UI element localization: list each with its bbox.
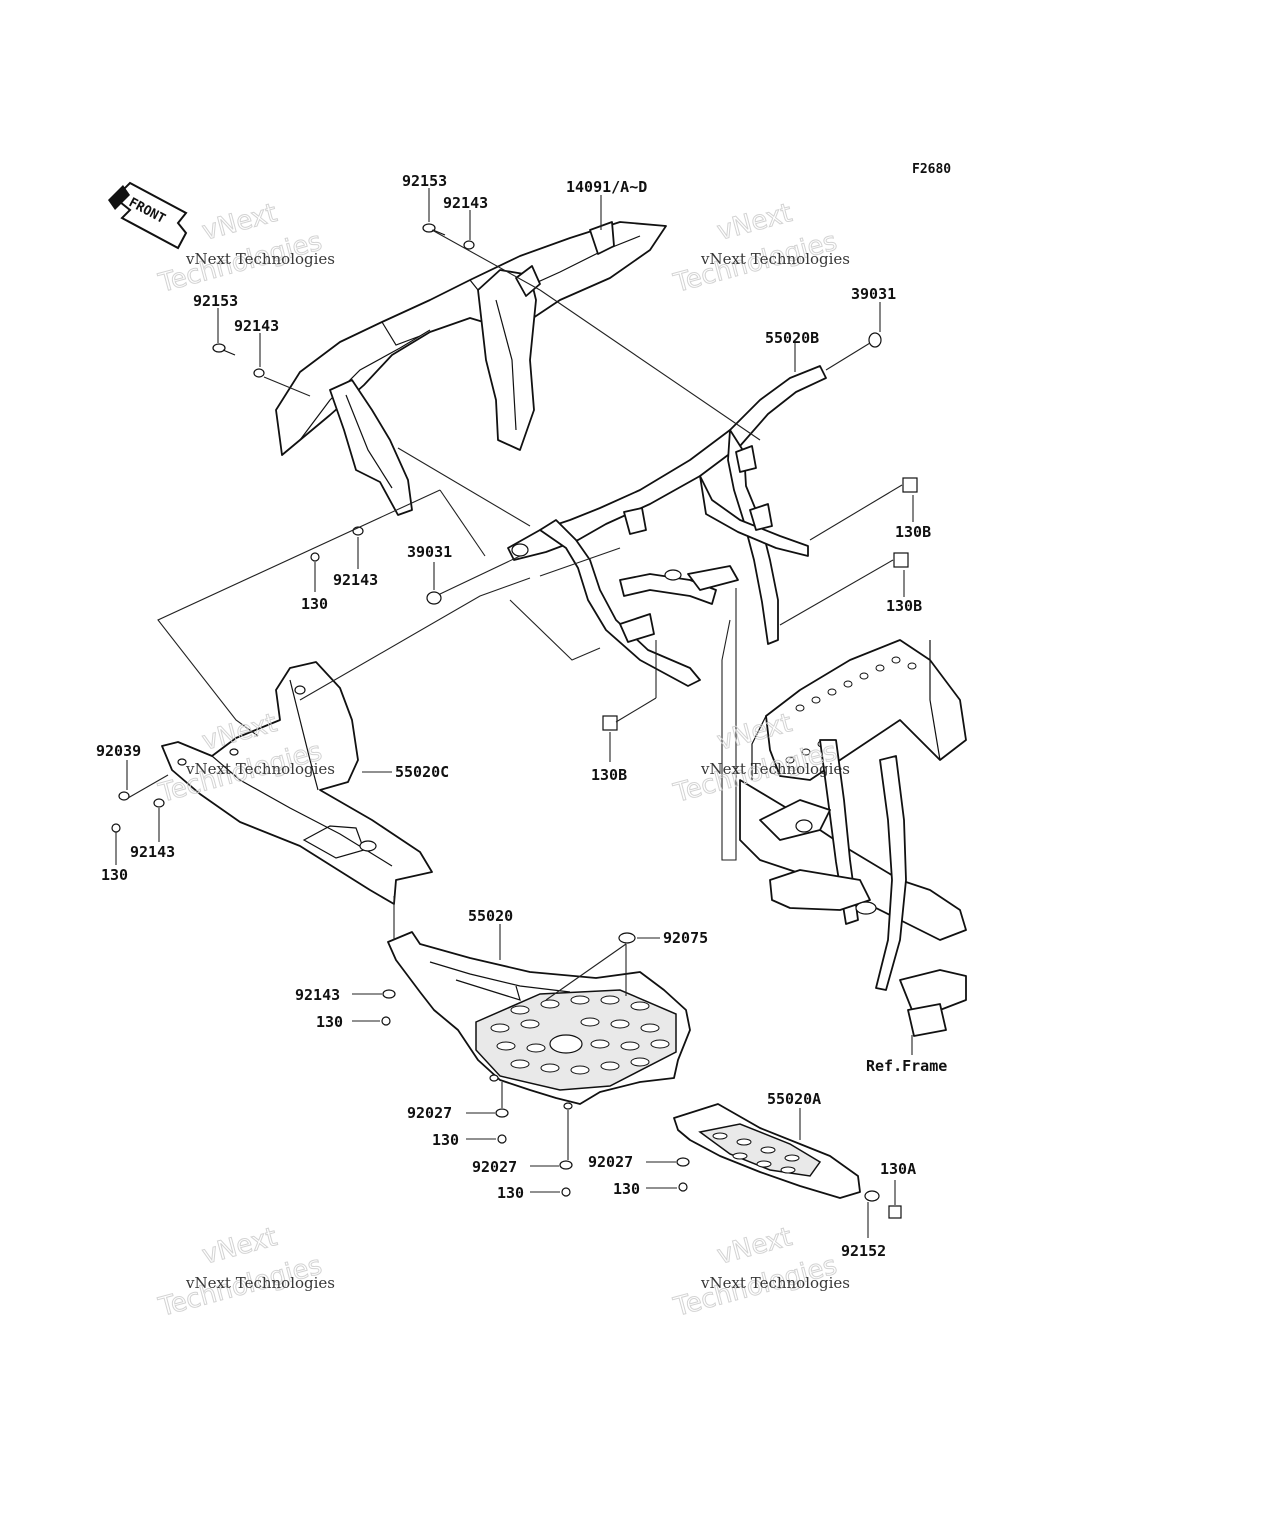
label-55020B: 55020B [765, 329, 819, 347]
washer-92143-left [253, 368, 265, 378]
bolt-130B-1 [902, 477, 918, 493]
label-130-low: 130 [101, 866, 128, 884]
watermark-6: vNext Technologies vNext Technologies [670, 1222, 850, 1324]
washer-92152 [864, 1190, 880, 1202]
washer-92027-3 [676, 1157, 690, 1167]
label-92153-top: 92153 [402, 172, 447, 190]
label-130-b: 130 [316, 1013, 343, 1031]
bolt-130-d [561, 1187, 571, 1197]
label-92143-left: 92143 [234, 317, 279, 335]
washer-92027-1 [495, 1108, 509, 1118]
label-55020A: 55020A [767, 1090, 821, 1108]
label-ref-frame: Ref.Frame [866, 1057, 947, 1075]
part-14091-front-cover [275, 221, 667, 516]
label-92027-2: 92027 [472, 1158, 517, 1176]
bolt-92153-top [422, 223, 446, 236]
part-55020A-rear-skid [673, 1103, 861, 1199]
nut-39031-right [868, 332, 882, 348]
watermark-5: vNext Technologies vNext Technologies [155, 1222, 335, 1324]
bolt-92039 [118, 791, 130, 801]
bolt-130-e [678, 1182, 688, 1192]
bolt-130-c [497, 1134, 507, 1144]
watermark-2: vNext Technologies vNext Technologies [670, 198, 850, 300]
bolt-130A [888, 1205, 902, 1219]
bolt-130B-3 [602, 715, 618, 731]
label-92075: 92075 [663, 929, 708, 947]
label-55020: 55020 [468, 907, 513, 925]
label-92153-left: 92153 [193, 292, 238, 310]
label-92143-mid: 92143 [333, 571, 378, 589]
washer-92143-b [382, 989, 396, 999]
bolt-130-low [111, 823, 121, 833]
part-55020-skid-plate [387, 931, 691, 1110]
bolt-130-mid [310, 552, 320, 562]
part-labels: 92153 92143 14091/A~D 92153 92143 39031 … [96, 172, 947, 1260]
label-39031-mid: 39031 [407, 543, 452, 561]
front-arrow-icon: FRONT [108, 181, 188, 250]
label-130-c: 130 [432, 1131, 459, 1149]
washer-92143-top [463, 240, 475, 250]
bolt-130-b [381, 1016, 391, 1026]
ref-frame-drawing [739, 639, 967, 1037]
label-92039: 92039 [96, 742, 141, 760]
washer-92027-2 [559, 1160, 573, 1170]
label-130-d: 130 [497, 1184, 524, 1202]
svg-text:vNext Technologies: vNext Technologies [700, 1274, 850, 1292]
cap-39031-mid [426, 591, 442, 605]
plug-92075 [618, 932, 636, 944]
label-130-mid: 130 [301, 595, 328, 613]
svg-text:vNext Technologies: vNext Technologies [185, 760, 335, 778]
label-130B-2: 130B [886, 597, 922, 615]
label-92143-top: 92143 [443, 194, 488, 212]
part-55020C-guard [161, 661, 433, 905]
bolt-92153-left [212, 343, 236, 356]
part-55020B-bumper-frame [507, 365, 827, 687]
svg-text:vNext Technologies: vNext Technologies [185, 1274, 335, 1292]
bolt-130B-2 [893, 552, 909, 568]
label-14091: 14091/A~D [566, 178, 647, 196]
label-130B-1: 130B [895, 523, 931, 541]
label-92143-b: 92143 [295, 986, 340, 1004]
washer-92143-low [153, 798, 165, 808]
label-130-e: 130 [613, 1180, 640, 1198]
svg-text:vNext Technologies: vNext Technologies [700, 760, 850, 778]
label-92027-3: 92027 [588, 1153, 633, 1171]
leader-lines [115, 188, 914, 1238]
svg-text:vNext Technologies: vNext Technologies [700, 250, 850, 268]
label-55020C: 55020C [395, 763, 449, 781]
label-130B-3: 130B [591, 766, 627, 784]
label-130A: 130A [880, 1160, 916, 1178]
label-39031-right: 39031 [851, 285, 896, 303]
label-92027-1: 92027 [407, 1104, 452, 1122]
label-92143-low: 92143 [130, 843, 175, 861]
diagram-code: F2680 [912, 162, 951, 177]
label-92152: 92152 [841, 1242, 886, 1260]
svg-text:vNext Technologies: vNext Technologies [185, 250, 335, 268]
